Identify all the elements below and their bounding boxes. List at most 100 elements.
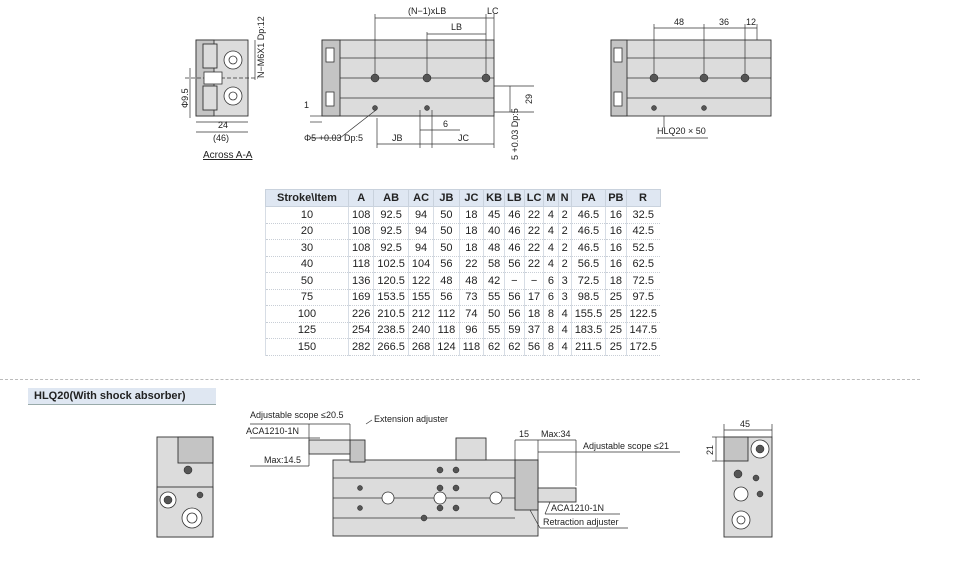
table-cell: 42.5	[625, 223, 661, 240]
table-cell: 62	[483, 338, 505, 356]
table-cell: 18	[523, 305, 544, 323]
table-cell: 52.5	[625, 239, 661, 257]
table-cell: 75	[265, 289, 349, 306]
table-cell: 3	[557, 272, 572, 290]
table-cell: 96	[458, 322, 484, 339]
dim-29: 29	[524, 94, 534, 104]
table-cell: 4	[543, 239, 559, 257]
table-cell: 56	[504, 305, 525, 323]
table-cell: 94	[407, 206, 434, 224]
table-cell: 37	[523, 322, 544, 339]
table-cell: 25	[605, 322, 626, 339]
table-cell: 55	[483, 289, 505, 306]
table-cell: 118	[458, 338, 484, 356]
dim-36: 36	[719, 17, 729, 27]
table-header-cell: N	[557, 189, 572, 207]
table-cell: 153.5	[373, 289, 409, 306]
table-header-cell: M	[543, 189, 559, 207]
table-cell: 18	[458, 206, 484, 224]
table-cell: 56	[433, 256, 460, 273]
table-cell: 50	[265, 272, 349, 290]
table-header-cell: Stroke\Item	[265, 189, 349, 207]
dim-lc: LC	[487, 6, 499, 16]
table-cell: 6	[543, 272, 559, 290]
table-cell: 18	[458, 223, 484, 240]
table-cell: 56	[523, 338, 544, 356]
table-cell: 40	[483, 223, 505, 240]
table-cell: 55	[483, 322, 505, 339]
table-cell: 120.5	[373, 272, 409, 290]
table-cell: 46	[504, 223, 525, 240]
table-cell: 125	[265, 322, 349, 339]
table-cell: 17	[523, 289, 544, 306]
extension-adjuster-label: Extension adjuster	[374, 414, 448, 424]
table-cell: 2	[557, 206, 572, 224]
table-cell: 73	[458, 289, 484, 306]
table-cell: 32.5	[625, 206, 661, 224]
table-cell: 268	[407, 338, 434, 356]
dim-15: 15	[519, 429, 529, 439]
dim-12: 12	[746, 17, 756, 27]
table-cell: 22	[523, 206, 544, 224]
table-cell: 100	[265, 305, 349, 323]
table-header-cell: R	[625, 189, 661, 207]
model-tag: HLQ20 × 50	[657, 126, 706, 136]
dim-1: 1	[304, 100, 309, 110]
table-cell: 102.5	[373, 256, 409, 273]
dim-21: 21	[705, 445, 715, 455]
table-cell: 282	[347, 338, 374, 356]
table-cell: 50	[433, 239, 460, 257]
dim-phi95: Φ9.5	[180, 88, 190, 108]
table-cell: 25	[605, 338, 626, 356]
table-cell: 4	[543, 206, 559, 224]
dim-24: 24	[218, 120, 228, 130]
dim-46: (46)	[213, 133, 229, 143]
adj-scope-right: Adjustable scope ≤21	[583, 441, 669, 451]
table-cell: 3	[557, 289, 572, 306]
table-cell: −	[504, 272, 525, 290]
cross-section-view	[185, 39, 258, 133]
table-cell: 48	[433, 272, 460, 290]
table-cell: 226	[347, 305, 374, 323]
table-cell: 97.5	[625, 289, 661, 306]
table-cell: 254	[347, 322, 374, 339]
table-cell: 122	[407, 272, 434, 290]
table-cell: 124	[433, 338, 460, 356]
table-header-cell: AC	[407, 189, 435, 207]
table-cell: 10	[265, 206, 349, 224]
table-cell: 72.5	[625, 272, 661, 290]
table-cell: 2	[557, 223, 572, 240]
table-cell: 155	[407, 289, 434, 306]
table-header-cell: AB	[373, 189, 409, 207]
table-cell: 46.5	[570, 239, 606, 257]
table-cell: 136	[347, 272, 374, 290]
table-cell: 58	[483, 256, 505, 273]
dim-lb: LB	[451, 22, 462, 32]
absorber-front-view	[250, 419, 680, 537]
table-cell: 92.5	[373, 239, 409, 257]
table-cell: 25	[605, 305, 626, 323]
table-cell: 118	[347, 256, 374, 273]
table-header-cell: JB	[433, 189, 460, 207]
table-cell: 16	[605, 223, 626, 240]
table-cell: 50	[483, 305, 505, 323]
table-cell: 122.5	[625, 305, 661, 323]
table-cell: 46.5	[570, 223, 606, 240]
table-cell: 16	[605, 206, 626, 224]
table-cell: 72.5	[570, 272, 606, 290]
table-cell: 4	[543, 223, 559, 240]
table-cell: 266.5	[373, 338, 409, 356]
table-cell: 4	[557, 322, 572, 339]
retraction-adjuster-label: Retraction adjuster	[543, 517, 619, 527]
table-cell: 150	[265, 338, 349, 356]
table-header-cell: JC	[458, 189, 485, 207]
top-view	[610, 24, 772, 139]
dim-phi5: Φ5 +0.03 Dp:5	[304, 133, 363, 143]
